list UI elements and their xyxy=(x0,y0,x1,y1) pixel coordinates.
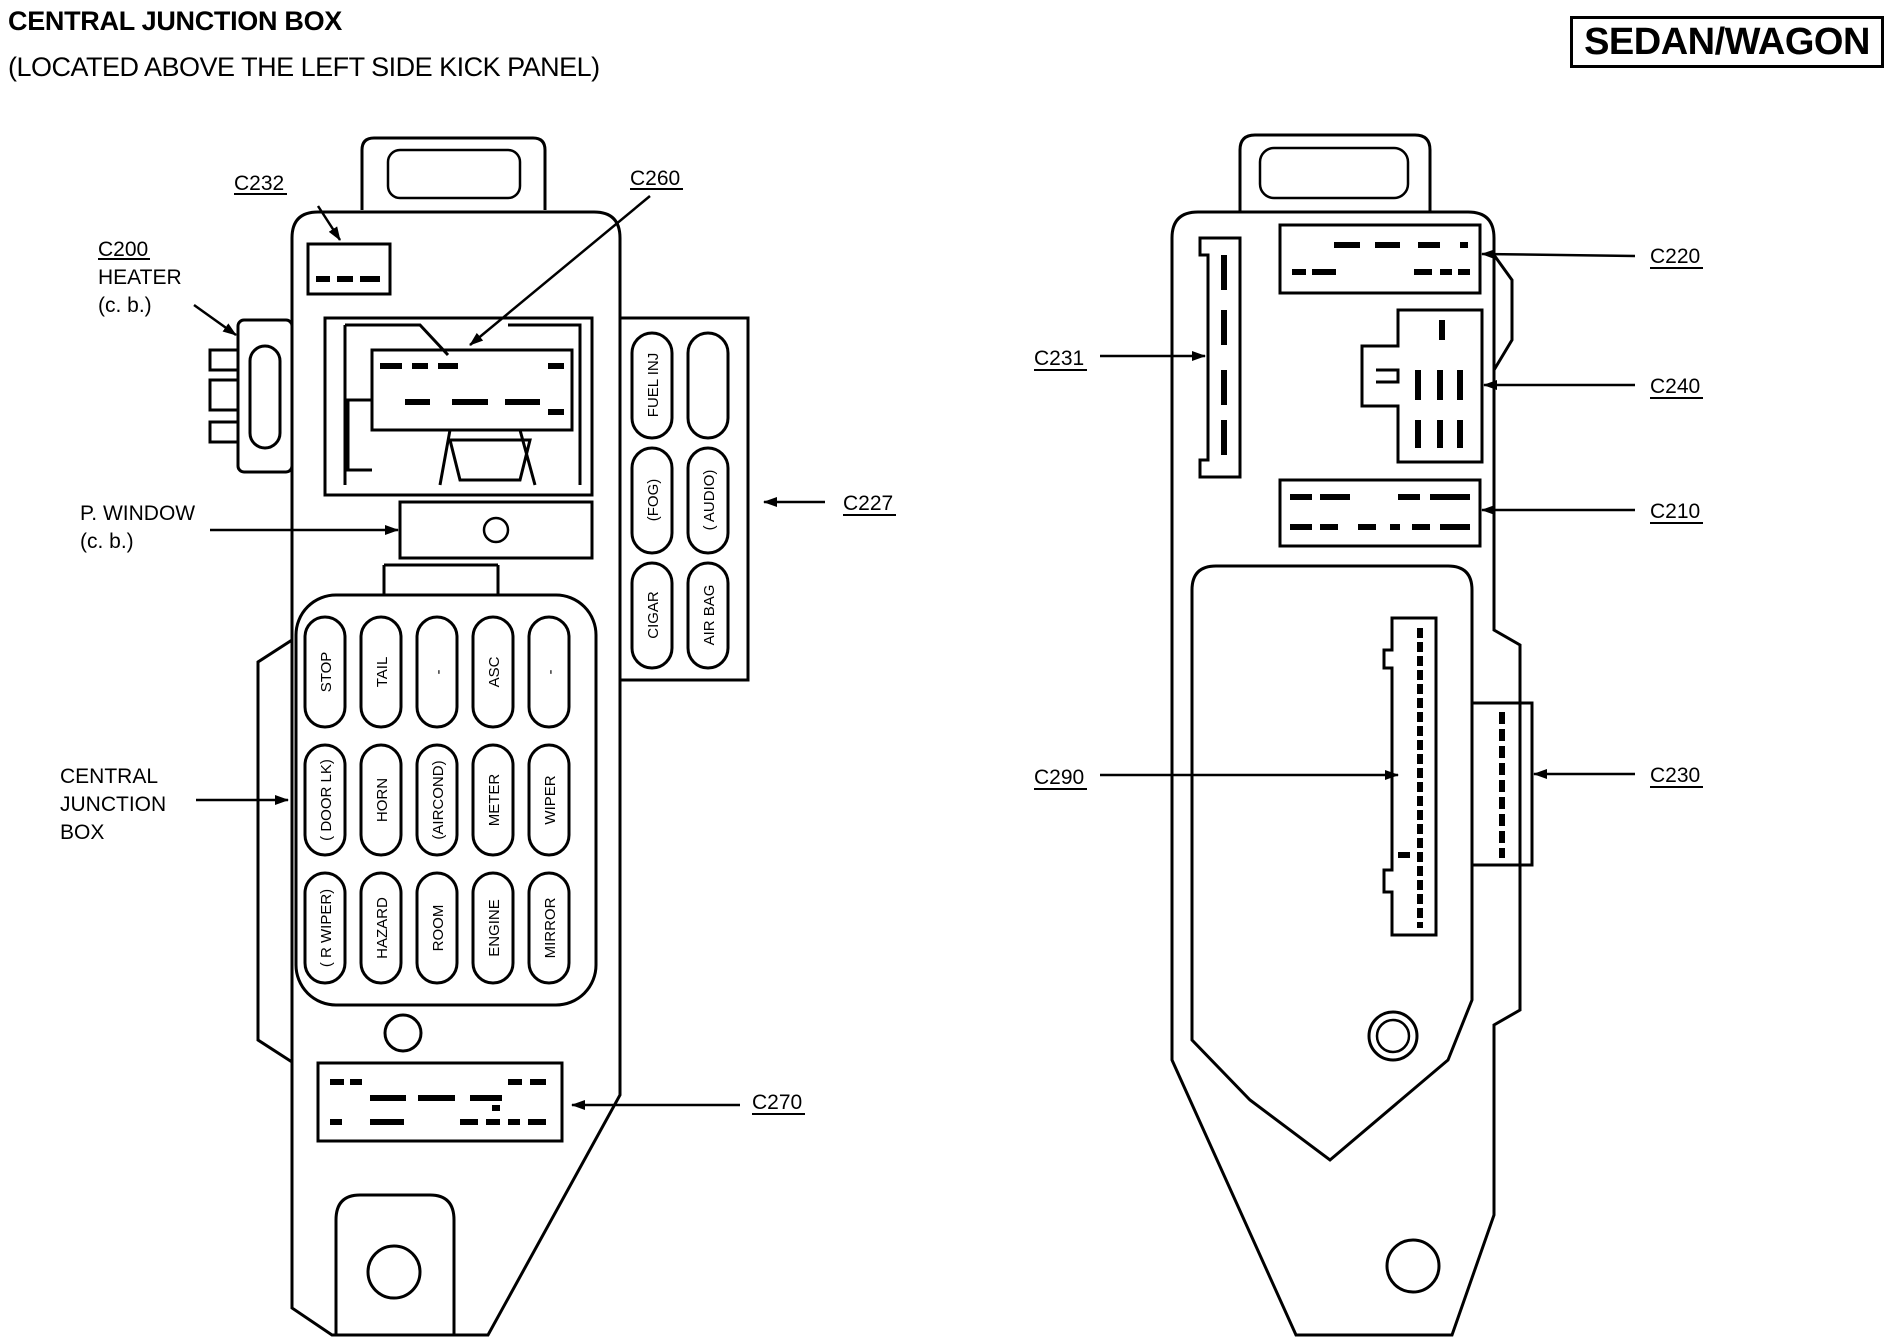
label-cjb-1: CENTRAL xyxy=(60,765,158,788)
fuse-grid: STOP TAIL - ASC - ( DOOR LK) HORN (AIRCO… xyxy=(303,615,571,985)
label-c230: C230 xyxy=(1650,764,1700,787)
label-c227: C227 xyxy=(843,492,893,515)
fuse-wiper: WIPER xyxy=(542,775,559,824)
c220-connector xyxy=(1278,223,1482,295)
left-callouts: C232 C260 C200 HEATER (c. b.) P. WINDOW … xyxy=(60,167,896,1115)
label-c260: C260 xyxy=(630,167,680,190)
fuse-door-lk: ( DOOR LK) xyxy=(318,759,335,841)
c231-connector xyxy=(1198,236,1242,479)
fuse-blank-2: - xyxy=(542,670,559,675)
label-c231: C231 xyxy=(1034,347,1084,370)
label-pwindow: P. WINDOW xyxy=(80,502,195,525)
label-heater: HEATER xyxy=(98,266,182,289)
label-cjb-2: JUNCTION xyxy=(60,793,166,816)
label-pwindow-cb: (c. b.) xyxy=(80,530,134,553)
label-c232: C232 xyxy=(234,172,284,195)
side-fuse-group: FUEL INJ (FOG) ( AUDIO) CIGAR AIR BAG xyxy=(630,331,730,670)
left-body-outline xyxy=(290,210,622,1337)
label-c220: C220 xyxy=(1650,245,1700,268)
c290-connector xyxy=(1382,616,1438,937)
label-heater-cb: (c. b.) xyxy=(98,294,152,317)
page-title: CENTRAL JUNCTION BOX xyxy=(8,6,343,36)
fuse-meter: METER xyxy=(486,774,503,827)
fuse-r-wiper: ( R WIPER) xyxy=(318,889,335,967)
c232-connector xyxy=(306,242,392,296)
side-fuse-6: AIR BAG xyxy=(701,585,718,646)
fuse-aircond: (AIRCOND) xyxy=(430,760,447,839)
fuse-engine: ENGINE xyxy=(486,899,503,957)
c210-connector xyxy=(1278,478,1482,548)
label-cjb-3: BOX xyxy=(60,821,104,844)
side-fuse-5: CIGAR xyxy=(645,591,662,639)
fuse-mirror: MIRROR xyxy=(542,897,559,958)
label-c290: C290 xyxy=(1034,766,1084,789)
model-badge: SEDAN/WAGON xyxy=(1570,16,1884,68)
side-fuse-1: FUEL INJ xyxy=(645,353,662,417)
fuse-stop: STOP xyxy=(318,652,335,693)
fuse-blank-1: - xyxy=(430,670,447,675)
c240-connector xyxy=(1360,308,1484,464)
fuse-asc: ASC xyxy=(486,656,503,687)
fuse-horn: HORN xyxy=(374,778,391,822)
pwindow-breaker xyxy=(398,500,594,560)
label-c210: C210 xyxy=(1650,500,1700,523)
label-c240: C240 xyxy=(1650,375,1700,398)
label-c200: C200 xyxy=(98,238,148,261)
fuse-tail: TAIL xyxy=(374,657,391,688)
right-box-view xyxy=(1170,133,1534,1337)
c230-connector xyxy=(1470,701,1534,867)
side-fuse-4: ( AUDIO) xyxy=(701,470,718,531)
right-pin-dashes xyxy=(1221,242,1505,928)
c270-connector xyxy=(316,1061,564,1143)
fuse-hazard: HAZARD xyxy=(374,897,391,959)
right-body-outline xyxy=(1170,210,1522,1337)
fuse-block xyxy=(294,593,598,1007)
page-subtitle: (LOCATED ABOVE THE LEFT SIDE KICK PANEL) xyxy=(8,52,600,82)
label-c270: C270 xyxy=(752,1091,802,1114)
right-callouts: C220 C231 C240 C210 C290 C230 xyxy=(1034,245,1703,790)
fuse-room: ROOM xyxy=(430,905,447,952)
side-fuse-3: (FOG) xyxy=(645,479,662,522)
left-box-view xyxy=(208,136,750,1337)
c227-connector xyxy=(618,316,750,682)
left-pin-dashes xyxy=(316,276,564,1125)
left-top-tab xyxy=(360,136,547,210)
right-lower-recess xyxy=(1190,564,1474,1162)
